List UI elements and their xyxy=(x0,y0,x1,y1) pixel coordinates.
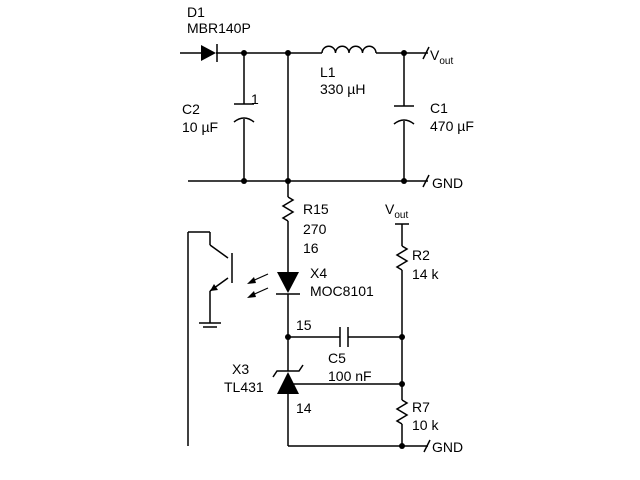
d1-value-label: MBR140P xyxy=(187,20,251,36)
resistor-r15 xyxy=(281,196,295,272)
r7-value-label: 10 k xyxy=(412,417,439,433)
c5-value-label: 100 nF xyxy=(328,368,372,384)
r2-ref-label: R2 xyxy=(412,247,430,263)
shunt-regulator-x3 xyxy=(272,364,428,447)
top-rail-wires xyxy=(180,52,428,197)
c1-ref-label: C1 xyxy=(430,100,448,116)
x3-value-label: TL431 xyxy=(224,379,264,395)
x3-pin-label: 14 xyxy=(296,400,312,416)
x3-ref-label: X3 xyxy=(232,361,249,377)
capacitor-c1 xyxy=(393,105,415,125)
capacitor-c2 xyxy=(233,103,255,123)
r15-value-label: 270 xyxy=(303,221,327,237)
diode-d1 xyxy=(201,44,218,62)
r2-value-label: 14 k xyxy=(412,266,439,282)
c2-pin-label: 1 xyxy=(251,91,259,107)
x4-ref-label: X4 xyxy=(310,265,327,281)
phototransistor xyxy=(187,231,233,446)
r7-ref-label: R7 xyxy=(412,399,430,415)
c2-value-label: 10 µF xyxy=(182,119,218,135)
r15-pin-label: 16 xyxy=(303,240,319,256)
gnd-bottom-terminal: GND xyxy=(432,439,463,455)
gnd-top-terminal: GND xyxy=(432,175,463,191)
c2-ref-label: C2 xyxy=(182,101,200,117)
d1-ref-label: D1 xyxy=(187,4,205,20)
vout-right-terminal: Vout xyxy=(385,201,408,221)
optocoupler-led-x4 xyxy=(247,272,300,371)
inductor-l1 xyxy=(321,45,377,54)
c1-value-label: 470 µF xyxy=(430,118,474,134)
junction-dots xyxy=(241,50,407,449)
r15-ref-label: R15 xyxy=(303,201,329,217)
vout-top-terminal: Vout xyxy=(430,47,453,67)
c5-pin-label: 15 xyxy=(296,317,312,333)
capacitor-c5 xyxy=(288,327,402,347)
l1-ref-label: L1 xyxy=(320,64,336,80)
resistor-r2 xyxy=(395,223,409,400)
c5-ref-label: C5 xyxy=(328,350,346,366)
resistor-r7 xyxy=(395,399,409,446)
x4-value-label: MOC8101 xyxy=(310,283,374,299)
l1-value-label: 330 µH xyxy=(320,81,365,97)
